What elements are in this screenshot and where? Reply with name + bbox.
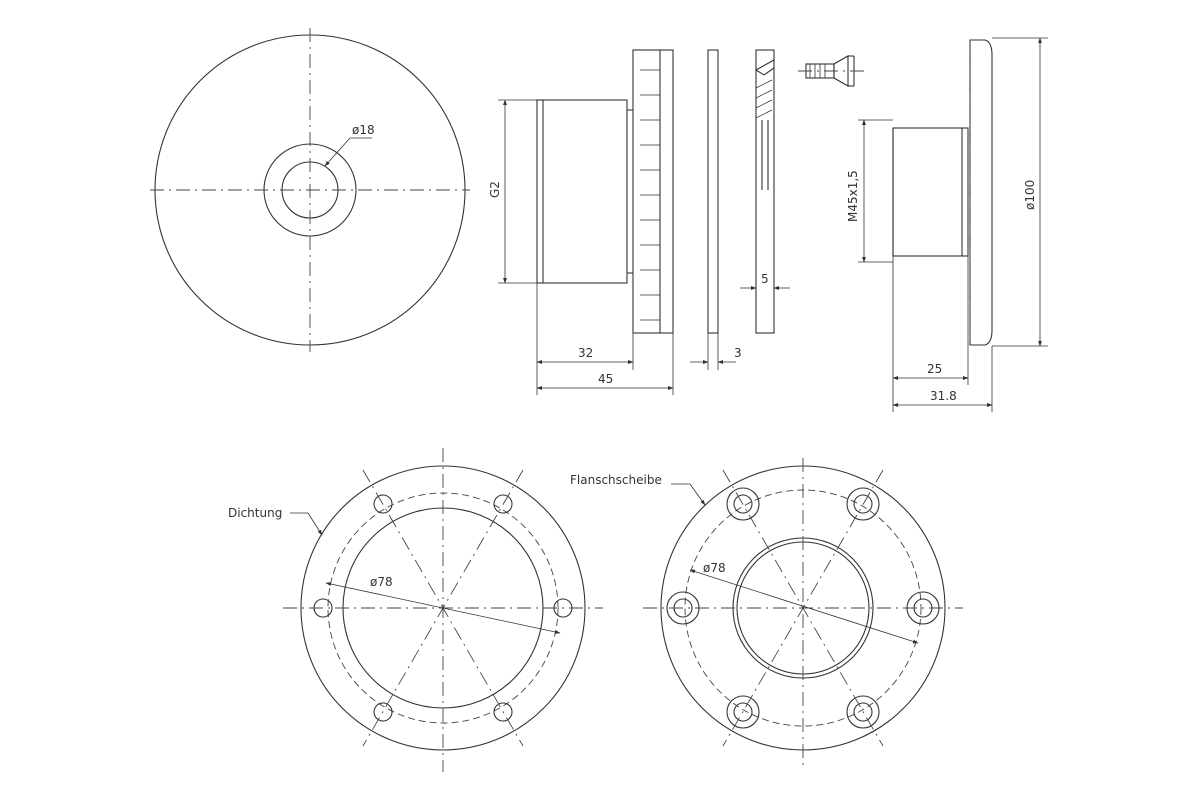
fitting-side-view: G2 32 45 [488,49,674,395]
bolt-hole [493,702,513,722]
flange-hatching [640,69,660,321]
label-dim45: 45 [598,372,613,386]
bolt-hole [373,494,393,514]
gasket-side-view: 3 [690,49,742,370]
label-dichtung: Dichtung [228,506,282,520]
label-dim3: 3 [734,346,742,360]
label-d18: ø18 [352,123,375,137]
flanschscheibe-view: ø78 Flanschscheibe [570,458,963,770]
label-g2: G2 [488,181,502,198]
label-d100: ø100 [1023,180,1037,210]
dichtung-view: ø78 Dichtung [228,448,603,772]
bolt-hole [373,702,393,722]
label-dim318: 31.8 [930,389,957,403]
label-flanschscheibe: Flanschscheibe [570,473,662,487]
label-dim32: 32 [578,346,593,360]
label-dim5: 5 [761,272,769,286]
front-view-disc: ø18 [150,28,470,352]
bolt-hole [493,494,513,514]
label-m45: M45x1,5 [846,170,860,222]
label-d78-left: ø78 [370,575,393,589]
countersunk-screw [798,55,868,87]
label-dim25: 25 [927,362,942,376]
label-d78-right: ø78 [703,561,726,575]
flange-disc-section: 5 [740,49,790,334]
countersink-hatching [755,79,773,119]
fitting-section-m45: M45x1,5 ø100 25 31.8 [846,37,1048,412]
